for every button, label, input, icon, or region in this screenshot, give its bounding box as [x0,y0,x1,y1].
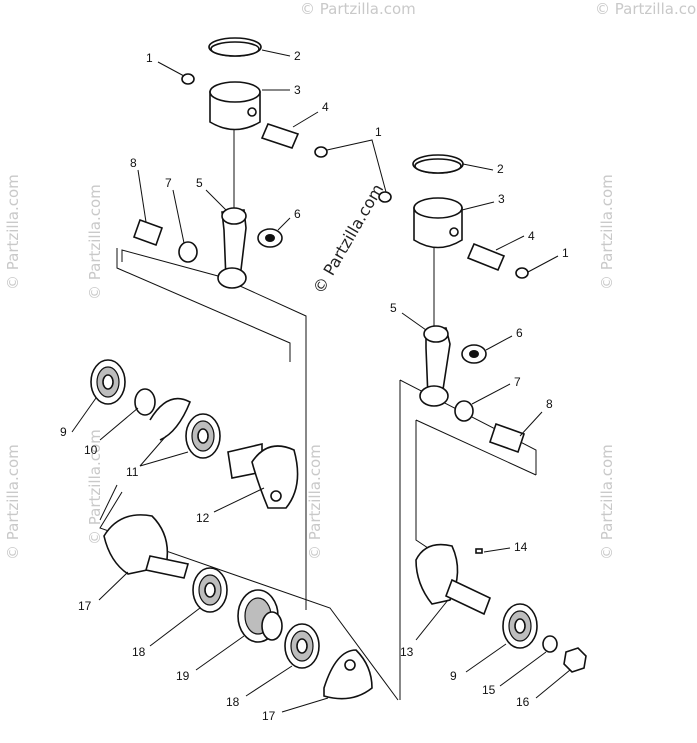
left-crankshaft-group [90,359,373,700]
retaining-ring [134,388,156,416]
thrust-washer [132,218,164,247]
crank-journal [444,578,492,616]
watermark-text: © Partzilla.com [86,429,104,545]
callout-labels: 1 2 3 4 1 8 7 5 6 2 3 4 1 5 6 7 8 9 10 1… [60,49,569,723]
hex-nut [563,647,587,673]
piston-pin-boss [247,107,257,117]
ball-bearing-bore [197,428,209,444]
piston-pin [260,123,300,149]
ball-bearing-bore [296,638,308,654]
watermark-text: © Partzilla.com [86,184,104,300]
callout-17: 17 [262,709,276,723]
callout-7: 7 [165,176,172,190]
callout-18: 18 [132,645,146,659]
crank-pin-hole [344,659,356,671]
callout-9: 9 [60,425,67,439]
callout-10: 10 [84,443,98,457]
crank-web [251,445,299,509]
callout-6: 6 [516,326,523,340]
callout-3: 3 [498,192,505,206]
watermark-text: © Partzilla.com [300,0,416,18]
callout-13: 13 [400,645,414,659]
ball-bearing-bore [514,618,526,634]
washer [542,635,558,653]
callout-19: 19 [176,669,190,683]
watermark-text: © Partzilla.com [4,174,22,290]
needle-bearing-bore [469,350,479,358]
callout-14: 14 [514,540,528,554]
leader-lines [71,49,571,713]
callout-16: 16 [516,695,530,709]
thrust-washer [488,422,526,454]
needle-bearing [178,241,198,263]
watermark-center-text: © Partzilla.com [309,181,387,297]
piston-ring-inner [414,158,462,174]
circlip [515,267,529,279]
circlip [378,191,392,203]
piston-pin [466,242,506,272]
watermark-text: © Partzilla.com [4,444,22,560]
piston-ring-inner [210,41,260,57]
woodruff-key [475,548,483,554]
crank-web [323,649,373,700]
callout-4: 4 [528,229,535,243]
callout-3: 3 [294,83,301,97]
callout-9: 9 [450,669,457,683]
callout-8: 8 [546,397,553,411]
piston-crown [413,197,463,219]
oil-seal-bore [261,611,283,641]
circlip [314,146,328,158]
watermark-text: © Partzilla.com [306,444,324,560]
callout-12: 12 [196,511,210,525]
callout-1: 1 [375,125,382,139]
watermark-text: © Partzilla.com [598,444,616,560]
callout-5: 5 [390,301,397,315]
crank-web [415,543,459,605]
piston-crown [209,81,261,103]
callout-2: 2 [294,49,301,63]
conrod-small-end [221,207,247,225]
callout-15: 15 [482,683,496,697]
callout-18: 18 [226,695,240,709]
right-piston-group [378,154,529,454]
callout-11: 11 [126,465,139,479]
callout-8: 8 [130,156,137,170]
conrod-small-end [423,325,449,343]
callout-6: 6 [294,207,301,221]
left-piston-group [132,37,328,289]
piston-pin-boss [449,227,459,237]
ball-bearing-bore [102,374,114,390]
watermark-text: © Partzilla.com [595,0,697,18]
right-crankshaft-group [415,543,587,673]
conrod-big-end [217,267,247,289]
circlip [181,73,195,85]
callout-4: 4 [322,100,329,114]
needle-bearing-bore [265,234,275,242]
ball-bearing-bore [204,582,216,598]
crank-journal [144,555,190,579]
needle-bearing [454,400,474,422]
callout-1: 1 [146,51,153,65]
piston [413,207,463,249]
callout-2: 2 [497,162,504,176]
snap-ring [149,397,192,441]
watermark-text: © Partzilla.com [598,174,616,290]
callout-5: 5 [196,176,203,190]
watermark-layer: © Partzilla.com © Partzilla.com © Partzi… [4,0,697,560]
crank-pin-hole [270,490,282,502]
callout-17: 17 [78,599,92,613]
conrod-big-end [419,385,449,407]
callout-7: 7 [514,375,521,389]
callout-1: 1 [562,246,569,260]
